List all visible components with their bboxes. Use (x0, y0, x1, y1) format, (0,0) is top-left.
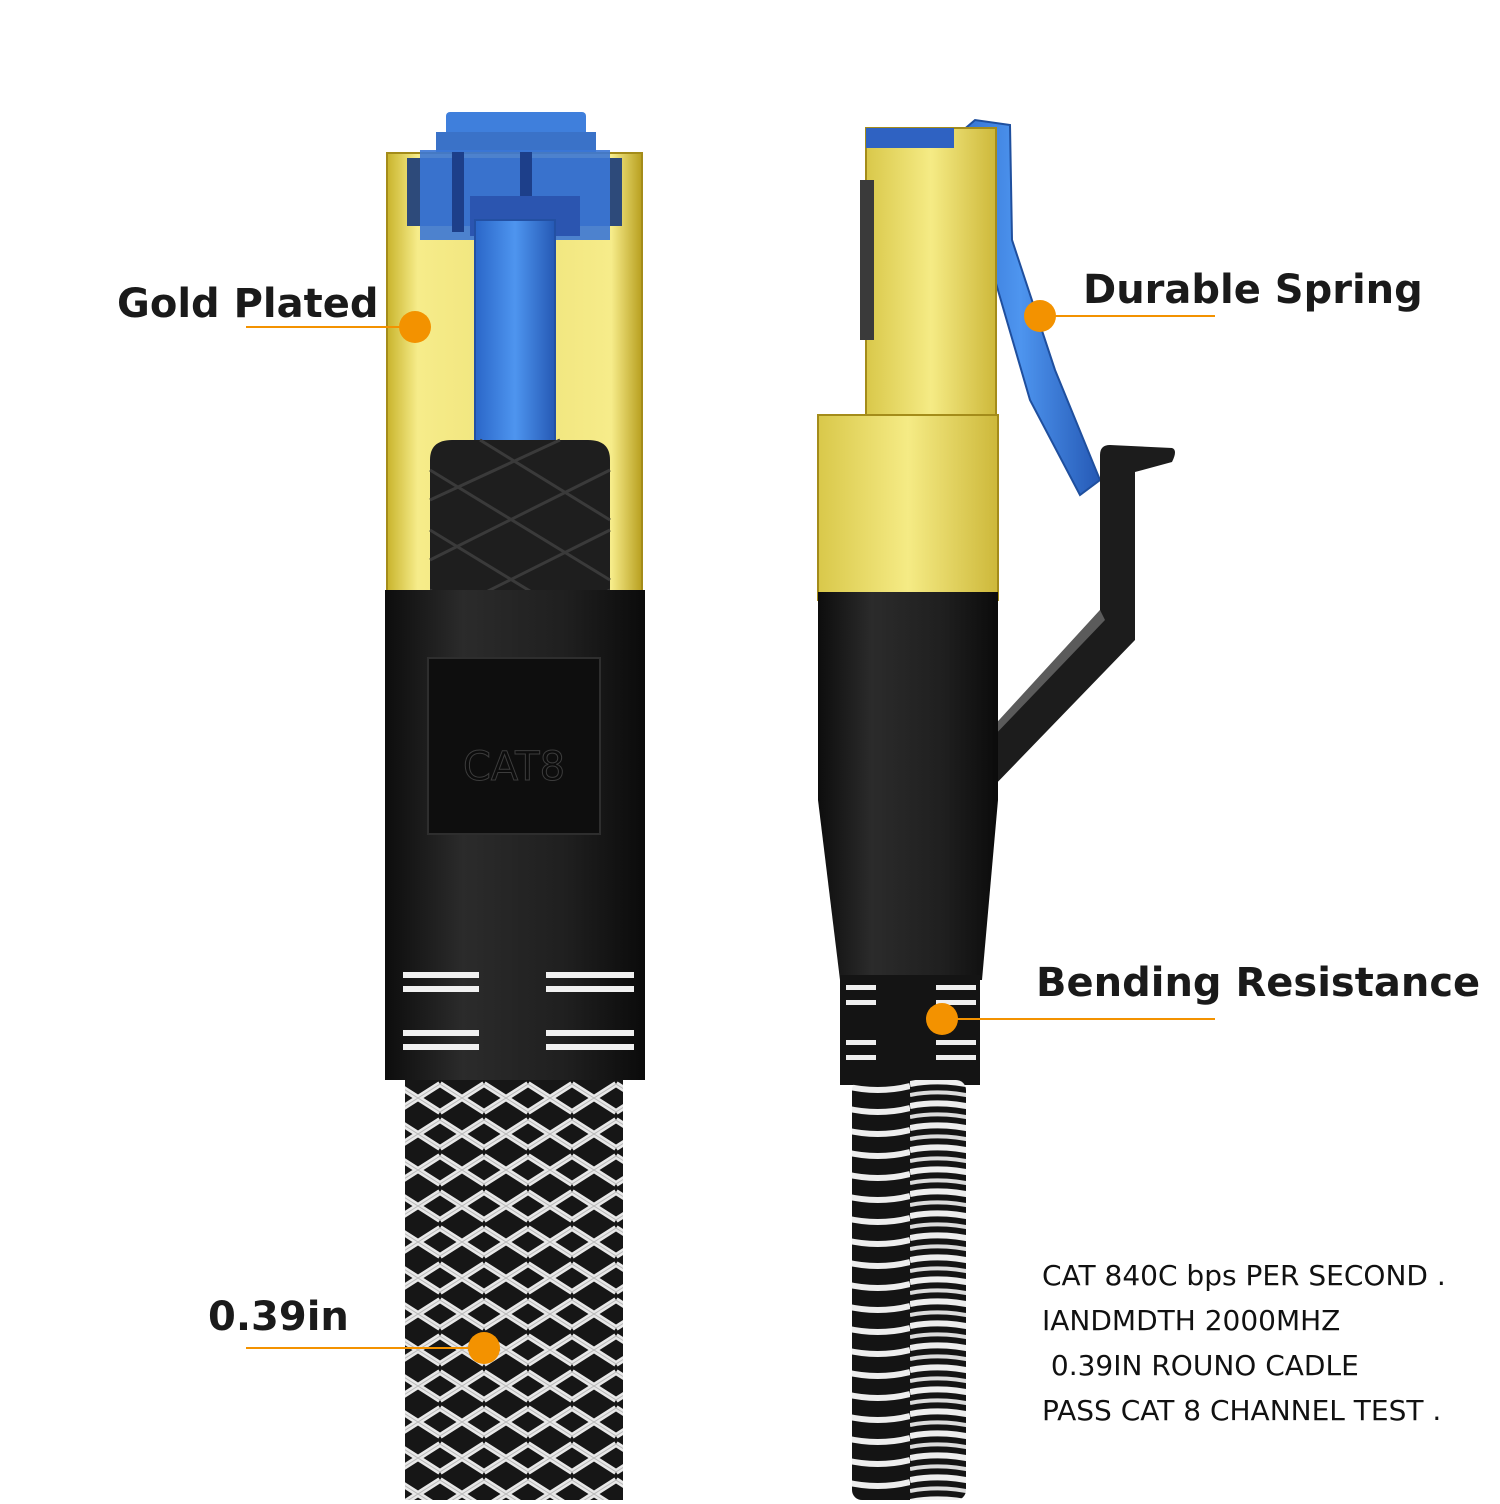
durable-spring-dot (1024, 300, 1056, 332)
callout-leaders (246, 300, 1215, 1364)
gold-plated-label: Gold Plated (117, 281, 379, 327)
bending-resistance-dot (926, 1003, 958, 1035)
spec-line: IANDMDTH 2000MHZ (1042, 1304, 1341, 1337)
gold-plated-dot (399, 311, 431, 343)
spec-line: PASS CAT 8 CHANNEL TEST . (1042, 1394, 1442, 1427)
diameter-label: 0.39in (208, 1294, 349, 1340)
cat8-label: CAT8 (463, 744, 565, 790)
front-connector (385, 112, 645, 1500)
durable-spring-label: Durable Spring (1083, 267, 1423, 313)
spec-line: CAT 840C bps PER SECOND . (1042, 1259, 1446, 1292)
diameter-dot (468, 1332, 500, 1364)
spec-line: 0.39IN ROUNO CADLE (1042, 1349, 1359, 1382)
side-connector (817, 118, 1175, 1500)
bending-resistance-label: Bending Resistance (1036, 960, 1481, 1006)
